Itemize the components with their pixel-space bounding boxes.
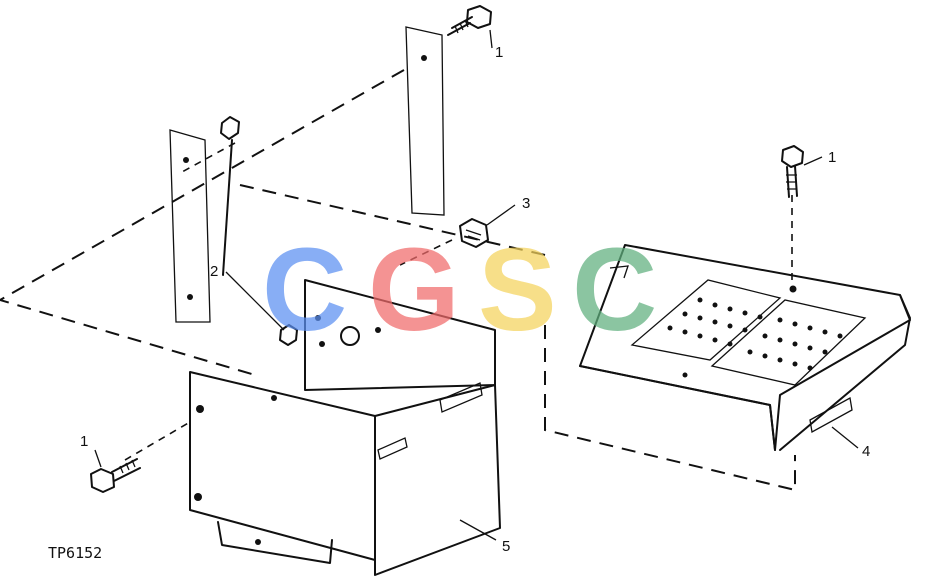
watermark: C G S C [262, 224, 657, 356]
hex-nut [459, 218, 489, 248]
battery-box [189, 279, 501, 576]
hex-bolt-left [90, 458, 141, 493]
upper-hanger-strap [405, 26, 445, 216]
callout-leaders [94, 29, 859, 541]
watermark-letter-4: C [572, 224, 657, 356]
cover-grid-holes [667, 297, 843, 371]
callout-2: 2 [210, 263, 218, 280]
callout-3: 3 [522, 195, 530, 212]
assembly-phantom-lines [0, 69, 796, 492]
hex-nut-rod [220, 116, 298, 346]
callout-4: 4 [862, 443, 870, 460]
callout-1-right: 1 [828, 149, 836, 166]
figure-id-label: TP6152 [48, 544, 102, 562]
callout-1-top: 1 [495, 44, 503, 61]
hex-bolt-right [781, 145, 804, 198]
watermark-letter-2: G [368, 224, 460, 356]
watermark-letter-3: S [478, 224, 557, 356]
battery-cover [579, 244, 911, 451]
left-hanger-strap [169, 129, 211, 323]
callout-labels: 1 1 1 2 3 4 5 [80, 44, 870, 555]
callout-1-left: 1 [80, 433, 88, 450]
callout-5: 5 [502, 538, 510, 555]
hex-bolt-top [447, 5, 492, 36]
watermark-letter-1: C [262, 224, 347, 356]
